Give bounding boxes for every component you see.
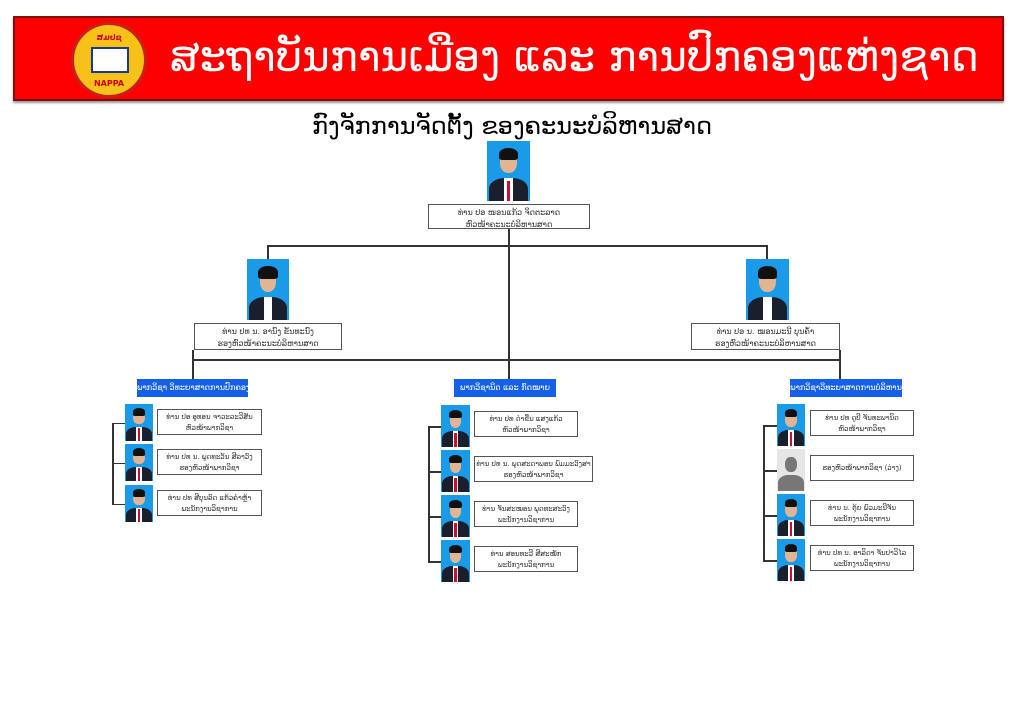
- member-box: ທ່ານ ປທ ສີບຸນລົດ ແກ້ວຄໍາຫຼ້າພະນັກງານວິຊາ…: [157, 490, 262, 516]
- connector-line: [112, 422, 125, 424]
- connector-line: [428, 471, 441, 473]
- member-photo: [777, 404, 805, 446]
- person-role: ພະນັກງານວິຊາການ: [497, 561, 555, 569]
- member-photo: [125, 404, 153, 441]
- book-icon: [91, 47, 129, 73]
- member-photo: [441, 495, 470, 537]
- connector-line: [763, 470, 777, 472]
- dean-photo: [487, 141, 530, 201]
- member-box: ທ່ານ ປອ ອູທອນ ຈາວະລະວີສັນຫົວໜ້າພາກວິຊາ: [157, 409, 262, 435]
- connector-line: [839, 350, 841, 379]
- member-photo: [777, 449, 805, 491]
- connector-line: [192, 350, 194, 379]
- department-header: ພາກວິຊາວິທະຍາສາດການບໍລິຫານ: [790, 379, 902, 397]
- person-role: ຮອງຫົວໜ້າຄະນະບໍລິຫານສາດ: [714, 339, 817, 348]
- member-photo: [125, 444, 153, 481]
- person-role: ຮອງຫົວໜ້າພາກວິຊາ: [503, 471, 564, 479]
- person-role: ຮອງຫົວໜ້າພາກວິຊາ (ວ່າງ): [822, 464, 902, 472]
- person-role: ຫົວໜ້າຄະນະບໍລິຫານສາດ: [465, 220, 553, 229]
- member-box: ທ່ານ ສອນທະວີ ສີສະໝັກພະນັກງານວິຊາການ: [474, 546, 578, 572]
- member-photo: [441, 405, 470, 447]
- connector-line: [428, 426, 441, 428]
- connector-line: [763, 425, 777, 427]
- deputy-photo: [746, 259, 789, 320]
- connector-line: [428, 516, 441, 518]
- person-role: ພະນັກງານວິຊາການ: [497, 516, 555, 524]
- person-role: ພະນັກງານວິຊາການ: [181, 505, 238, 513]
- person-role: ຫົວໜ້າພາກວິຊາ: [502, 426, 550, 434]
- member-box: ທ່ານ ປທ ນ. ອາລິດາ ຈັນປາວິໄລພະນັກງານວິຊາກ…: [810, 545, 914, 571]
- person-name: ທ່ານ ປທ ນ. ພຸດສະດາພອນ ພົມມະວົງສາ: [476, 460, 591, 468]
- nappa-logo: ສມປຊ NAPPA: [71, 22, 147, 98]
- connector-line: [112, 503, 125, 505]
- person-name: ທ່ານ ປອ ນ. ໝອນມະນີ ບຸນຄໍ້າ: [716, 327, 815, 336]
- dean-box: ທ່ານ ປອ ໜອນແກ້ວ ຈິດຕະລາດຫົວໜ້າຄະນະບໍລິຫາ…: [428, 204, 590, 229]
- person-role: ພະນັກງານວິຊາການ: [833, 515, 891, 523]
- logo-bottom-text: NAPPA: [93, 79, 125, 88]
- deputy-photo: [247, 259, 289, 320]
- connector-line: [763, 560, 777, 562]
- member-box: ຮອງຫົວໜ້າພາກວິຊາ (ວ່າງ): [810, 455, 914, 481]
- connector-line: [763, 515, 777, 517]
- member-photo: [441, 540, 470, 582]
- bracket-line: [763, 425, 765, 560]
- person-name: ທ່ານ ປອ ໜອນແກ້ວ ຈິດຕະລາດ: [457, 208, 561, 217]
- person-role: ຫົວໜ້າພາກວິຊາ: [838, 425, 886, 433]
- connector-line: [112, 462, 125, 464]
- person-name: ທ່ານ ປທ ສີບຸນລົດ ແກ້ວຄໍາຫຼ້າ: [167, 494, 252, 502]
- logo-top-text: ສມປຊ: [96, 33, 122, 42]
- bracket-line: [428, 426, 430, 561]
- person-name: ທ່ານ ປອ ອູທອນ ຈາວະລະວີສັນ: [166, 413, 253, 421]
- member-photo: [777, 494, 805, 536]
- deputy-box: ທ່ານ ປທ ນ. ອານົງ ຂັນທະນົງຮອງຫົວໜ້າຄະນະບໍ…: [194, 323, 342, 350]
- member-photo: [777, 539, 805, 581]
- deputy-box: ທ່ານ ປອ ນ. ໝອນມະນີ ບຸນຄໍ້າຮອງຫົວໜ້າຄະນະບ…: [691, 323, 840, 350]
- connector-line: [267, 245, 269, 259]
- connector-line: [508, 228, 510, 380]
- person-role: ພະນັກງານວິຊາການ: [833, 560, 891, 568]
- institute-title: ສະຖາບັນການເມືອງ ແລະ ການປົກຄອງແຫ່ງຊາດ: [170, 32, 979, 81]
- connector-line: [766, 245, 768, 259]
- member-box: ທ່ານ ປທ ດູບີ ຈັນທະພານິດຫົວໜ້າພາກວິຊາ: [810, 410, 914, 436]
- person-name: ທ່ານ ຈັນສະໝອນ ພຸດທະສະວົງ: [482, 505, 570, 513]
- connector-line: [267, 245, 768, 247]
- member-photo: [441, 450, 470, 492]
- person-role: ຮອງຫົວໜ້າຄະນະບໍລິຫານສາດ: [217, 339, 319, 348]
- person-name: ທ່ານ ປທ ດູບີ ຈັນທະພານິດ: [825, 414, 899, 422]
- person-name: ທ່ານ ປທ ນ. ອານົງ ຂັນທະນົງ: [222, 327, 314, 336]
- member-photo: [125, 485, 153, 522]
- connector-line: [428, 561, 441, 563]
- department-header: ພາກວິຊານິດ ແລະ ກົດໝາຍ: [454, 379, 556, 397]
- member-box: ທ່ານ ຈັນສະໝອນ ພຸດທະສະວົງພະນັກງານວິຊາການ: [474, 501, 578, 527]
- person-name: ທ່ານ ປທ ນ. ອາລິດາ ຈັນປາວິໄລ: [817, 549, 907, 557]
- person-name: ທ່ານ ນ. ຕຸ້ຍ ພົວມະນີຈັນ: [828, 504, 896, 512]
- department-header: ພາກວິຊາ ວິທະຍາສາດການປົກຄອງ: [137, 379, 248, 397]
- member-box: ທ່ານ ນ. ຕຸ້ຍ ພົວມະນີຈັນພະນັກງານວິຊາການ: [810, 500, 914, 526]
- member-box: ທ່ານ ປທ ນ. ພຸດສະດາພອນ ພົມມະວົງສາຮອງຫົວໜ້…: [474, 456, 593, 482]
- person-name: ທ່ານ ປທ ນ. ພູດທະວັນ ສີລາວົງ: [166, 453, 253, 461]
- header-banner: ສມປຊ NAPPA ສະຖາບັນການເມືອງ ແລະ ການປົກຄອງ…: [13, 16, 1004, 101]
- member-box: ທ່ານ ປທ ນ. ພູດທະວັນ ສີລາວົງຮອງຫົວໜ້າພາກວ…: [157, 449, 262, 475]
- person-name: ທ່ານ ປທ ດໍາຂື່ນ ແສງແກ້ວ: [489, 415, 563, 423]
- connector-line: [192, 359, 841, 361]
- person-role: ຮອງຫົວໜ້າພາກວິຊາ: [179, 464, 240, 472]
- person-role: ຫົວໜ້າພາກວິຊາ: [185, 424, 234, 432]
- person-name: ທ່ານ ສອນທະວີ ສີສະໝັກ: [490, 550, 562, 558]
- page-subtitle: ກົງຈັກການຈັດຕັ້ງ ຂອງຄະນະບໍລິຫານສາດ: [311, 112, 713, 140]
- member-box: ທ່ານ ປທ ດໍາຂື່ນ ແສງແກ້ວຫົວໜ້າພາກວິຊາ: [474, 411, 578, 437]
